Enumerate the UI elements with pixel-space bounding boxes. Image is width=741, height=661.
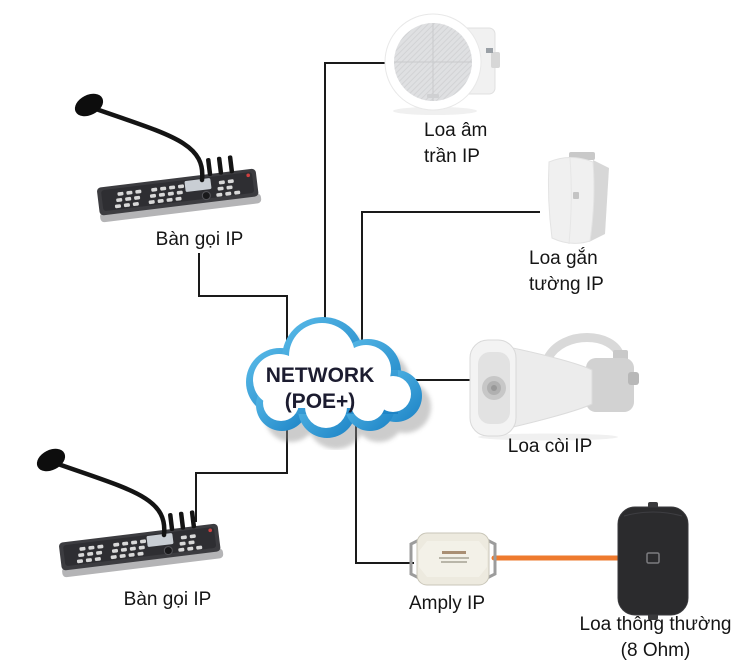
label-call-station-top: Bàn gọi IP xyxy=(155,229,244,250)
call-station-bottom-image xyxy=(22,438,227,583)
cloud-label-line2: (POE+) xyxy=(285,390,356,413)
wall-speaker-image xyxy=(547,152,609,245)
amplifier-image xyxy=(409,532,497,586)
label-wall-speaker: Loa gắn tường IP xyxy=(529,248,604,295)
label-horn-speaker: Loa còi IP xyxy=(507,436,593,457)
horn-speaker-image xyxy=(469,333,639,441)
ceiling-speaker-image xyxy=(384,13,500,115)
wire-wall-speaker xyxy=(361,211,540,350)
passive-speaker-image xyxy=(617,502,689,620)
label-amplifier: Amply IP xyxy=(408,593,486,614)
network-cloud: NETWORK (POE+) xyxy=(246,317,431,449)
label-ceiling-speaker: Loa âm trần IP xyxy=(424,120,488,167)
label-passive-speaker: Loa thông thường (8 Ohm) xyxy=(579,614,732,661)
wire-amplifier xyxy=(355,415,414,564)
wire-call-station-top xyxy=(198,253,288,350)
wire-call-station-bottom xyxy=(195,415,288,522)
cloud-label-line1: NETWORK xyxy=(266,364,375,387)
label-call-station-bottom: Bàn gọi IP xyxy=(123,589,212,610)
network-wires xyxy=(195,62,540,564)
cloud-inner xyxy=(253,323,411,428)
call-station-top-image xyxy=(60,83,265,228)
wire-ceiling-speaker xyxy=(324,62,387,350)
